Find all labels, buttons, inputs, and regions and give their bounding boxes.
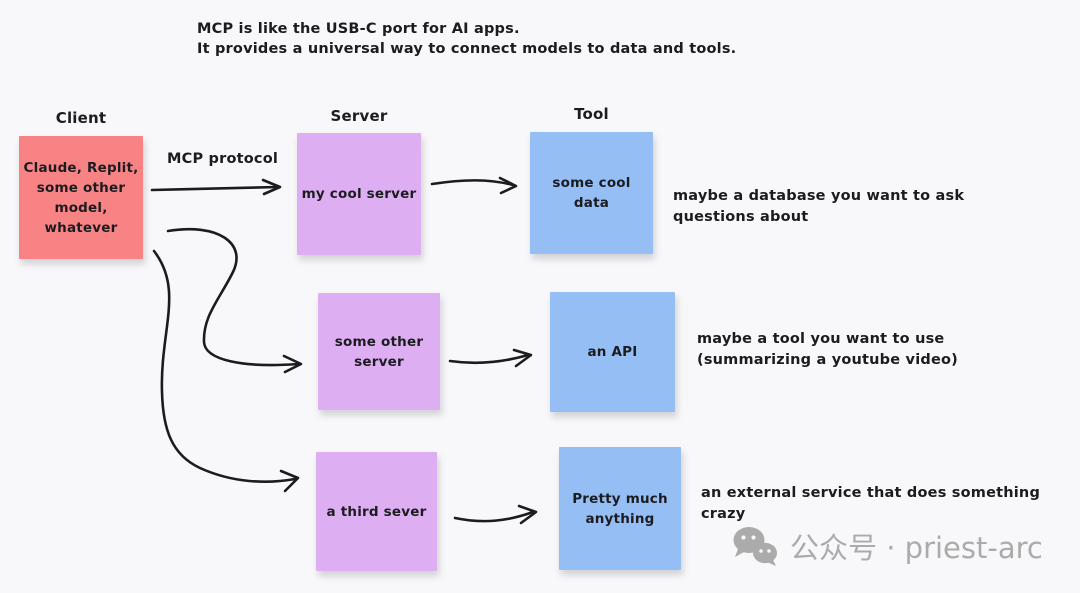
mcp-protocol-label: MCP protocol: [167, 151, 279, 167]
client-box: Claude, Replit, some other model, whatev…: [19, 136, 143, 259]
wechat-icon: [733, 527, 777, 566]
note-row-3: an external service that does something …: [701, 485, 1041, 522]
watermark: 公众号 · priest-arc: [732, 525, 1043, 567]
arrow-server1-to-tool1: [430, 176, 518, 195]
server-box-3: a third sever: [316, 452, 437, 571]
arrow-client-to-server1: [150, 178, 282, 196]
watermark-text: 公众号 · priest-arc: [790, 531, 1043, 565]
arrow-client-to-server2: [166, 227, 303, 374]
column-header-tool: Tool: [574, 105, 609, 123]
column-header-client: Client: [55, 109, 107, 127]
arrow-client-to-server3: [152, 249, 300, 493]
arrow-server3-to-tool3: [453, 504, 538, 525]
server-box-1: my cool server: [297, 133, 421, 255]
note-row-2: maybe a tool you want to use (summarizin…: [697, 331, 958, 368]
diagram-title: MCP is like the USB-C port for AI apps. …: [197, 21, 737, 57]
tool-box-1: some cool data: [530, 132, 653, 254]
arrow-server2-to-tool2: [448, 348, 533, 368]
column-header-server: Server: [330, 107, 388, 125]
tool-box-3: Pretty much anything: [559, 447, 681, 570]
note-row-1: maybe a database you want to ask questio…: [673, 188, 965, 225]
tool-box-2: an API: [550, 292, 675, 412]
server-box-2: some other server: [318, 293, 440, 410]
